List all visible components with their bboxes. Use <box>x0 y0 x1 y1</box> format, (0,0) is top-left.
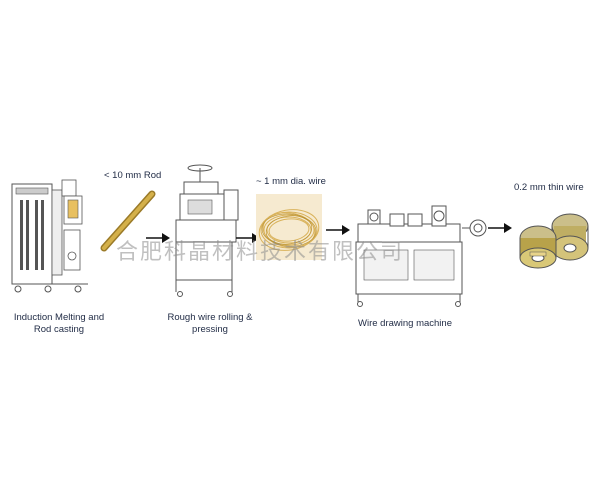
gold-wire-coil-illustration <box>256 194 322 260</box>
wire-1mm-label: ~ 1 mm dia. wire <box>256 176 326 187</box>
flow-arrow-icon <box>326 225 350 235</box>
rod-size-label: < 10 mm Rod <box>104 170 162 181</box>
wire-drawing-machine-illustration <box>350 198 490 308</box>
wire-thin-label: 0.2 mm thin wire <box>514 182 584 193</box>
flow-arrow-icon <box>488 223 512 233</box>
rolling-mill-illustration <box>170 160 250 300</box>
rod-icon <box>100 190 156 252</box>
step-label-line: Induction Melting and <box>13 312 105 323</box>
furnace-icon <box>11 179 88 293</box>
step-label-line: Wire drawing machine <box>358 318 452 329</box>
wire-spools-illustration <box>514 208 596 270</box>
step-label-rolling: Rough wire rolling & pressing <box>155 312 265 336</box>
brass-rod-illustration <box>94 186 164 256</box>
flow-arrow-icon <box>146 233 170 243</box>
company-watermark: 合肥科晶材料技术有限公司 <box>116 240 405 265</box>
wire-coil-icon <box>256 194 322 260</box>
step-label-line: pressing <box>192 324 228 335</box>
induction-furnace-illustration <box>8 172 98 297</box>
step-label-drawing: Wire drawing machine <box>340 318 470 330</box>
step-label-melting: Induction Melting and Rod casting <box>4 312 114 336</box>
step-label-line: Rod casting <box>33 324 85 335</box>
step-label-line: Rough wire rolling & <box>167 312 253 323</box>
drawing-machine-icon <box>355 205 487 307</box>
rolling-mill-icon <box>175 164 239 297</box>
spool-icon <box>519 213 589 269</box>
